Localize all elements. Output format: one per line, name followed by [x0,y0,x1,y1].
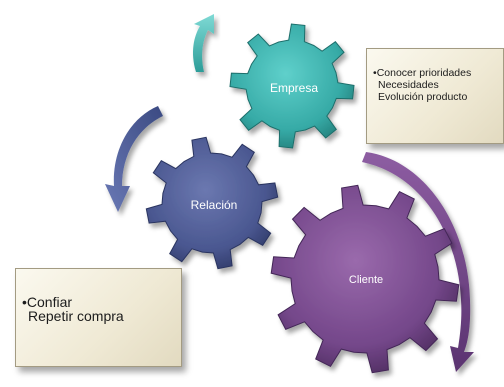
note-relacion-line-1: •Confiar [22,294,73,310]
arrow-teal [193,14,214,72]
gear-empresa-label: Empresa [270,81,318,95]
gear-empresa [229,23,355,149]
bullet-icon: • [22,294,27,310]
note-empresa: •Conocer prioridades Necesidades Evoluci… [366,48,504,144]
bullet-icon: • [373,67,377,79]
arrow-blue [105,106,163,212]
gear-cliente [270,184,460,374]
gear-relacion-label: Relación [191,198,238,212]
arrow-purple [362,152,474,372]
note-empresa-line-2: Necesidades [378,79,439,91]
note-relacion-line-2: Repetir compra [28,308,124,324]
note-empresa-line-1: •Conocer prioridades [373,67,472,79]
note-relacion: •Confiar Repetir compra [15,268,182,367]
note-empresa-line-3: Evolución producto [378,91,468,103]
gear-relacion [145,136,279,270]
gear-cliente-label: Cliente [349,274,383,286]
